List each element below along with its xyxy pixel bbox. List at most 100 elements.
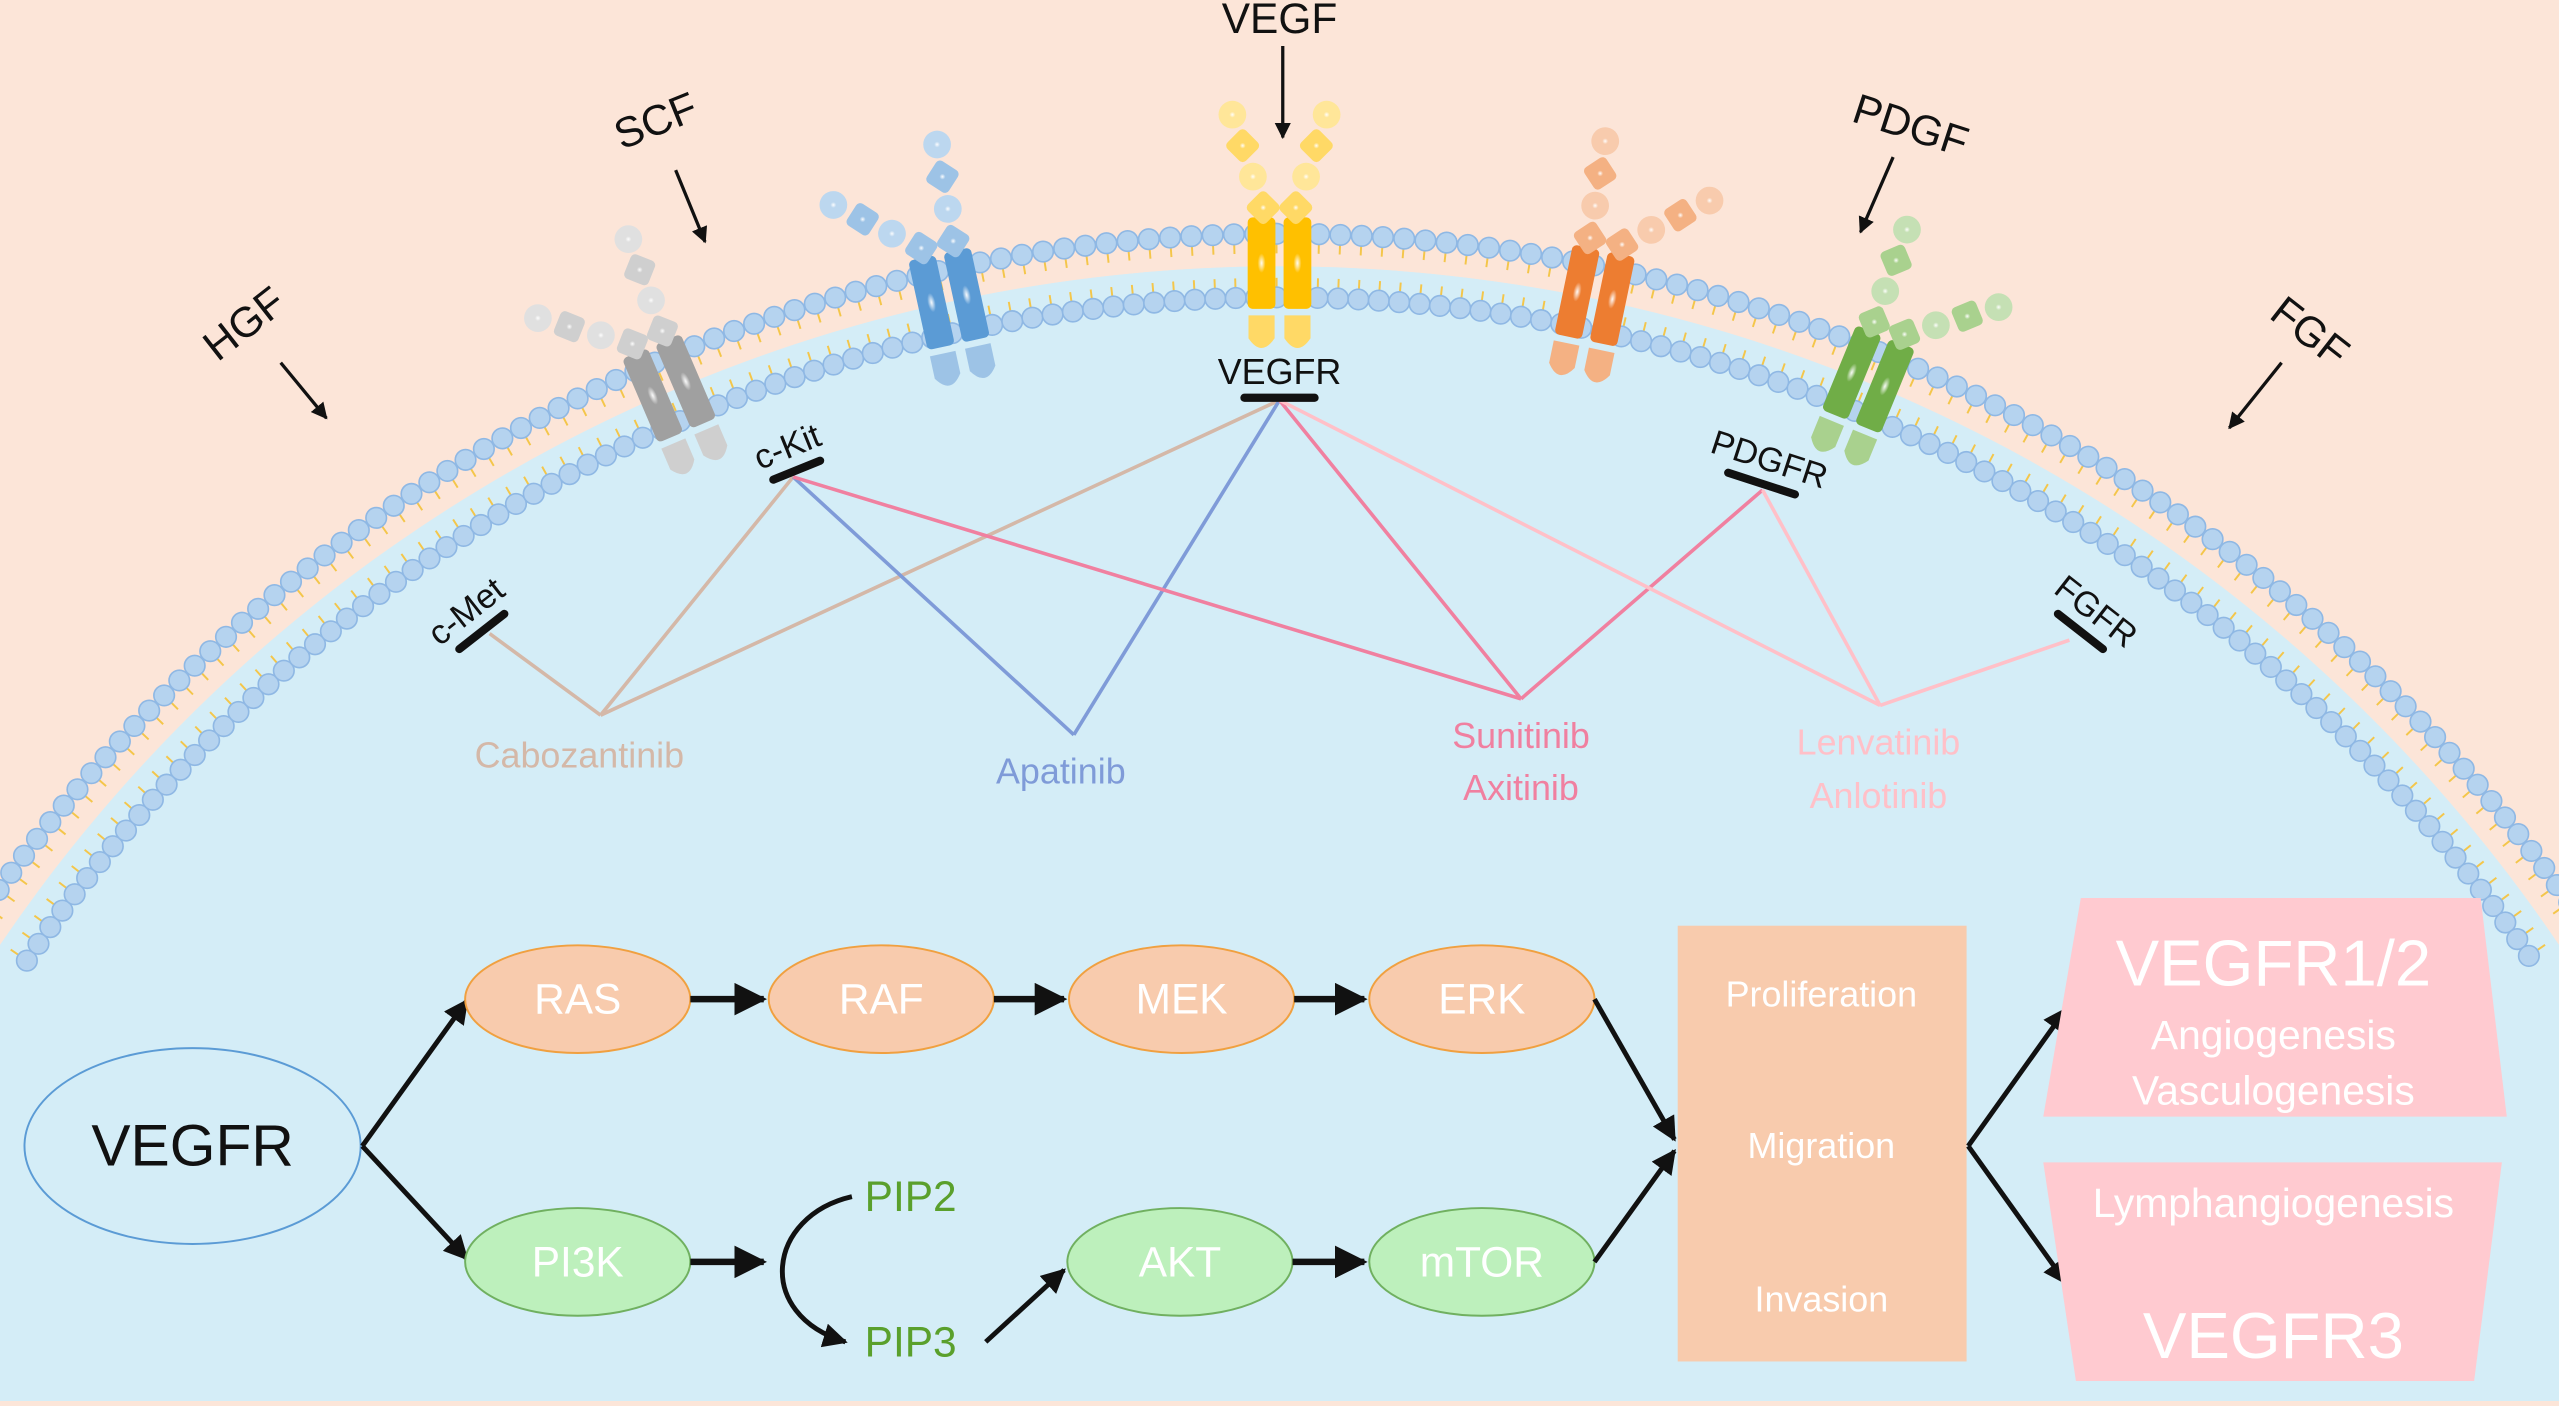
lipid-head	[1806, 386, 1827, 407]
outcome-vasculogenesis: Vasculogenesis	[2132, 1068, 2415, 1114]
lipid-head	[2481, 791, 2502, 812]
drug-axitinib: Axitinib	[1463, 768, 1579, 808]
lipid-head	[67, 779, 88, 800]
lipid-head	[2350, 651, 2371, 672]
lipid-head	[1328, 288, 1349, 309]
lipid-head	[1033, 241, 1054, 262]
lipid-head	[1, 862, 22, 883]
lipid-head	[1012, 245, 1033, 266]
lipid-head	[805, 293, 826, 314]
lipid-head	[2114, 469, 2135, 490]
lipid-head	[1394, 228, 1415, 249]
lipid-head	[1670, 341, 1691, 362]
domain-highlight	[1301, 172, 1311, 182]
lipid-head	[331, 532, 352, 553]
lipid-head	[559, 464, 580, 485]
lipid-head	[1185, 289, 1206, 310]
lipid-head	[724, 321, 745, 342]
lipid-head	[1511, 306, 1532, 327]
lipid-head	[902, 332, 923, 353]
outcome-vegfr12-heading: VEGFR1/2	[2116, 927, 2432, 1000]
lipid-head	[1768, 372, 1789, 393]
lipid-head	[2467, 774, 2488, 795]
lipid-head	[53, 795, 74, 816]
lipid-head	[511, 418, 532, 439]
lipid-head	[2318, 623, 2339, 644]
node-mtor-label: mTOR	[1420, 1238, 1544, 1285]
lipid-head	[1117, 231, 1138, 252]
receptor-kinase-domain	[1284, 315, 1310, 348]
lipid-head	[2519, 946, 2540, 967]
lipid-head	[2096, 458, 2117, 479]
lipid-head	[1938, 443, 1959, 464]
lipid-head	[529, 408, 550, 429]
lipid-head	[1430, 296, 1451, 317]
lipid-head	[1436, 232, 1457, 253]
lipid-head	[825, 287, 846, 308]
lipid-head	[1690, 347, 1711, 368]
lipid-head	[2286, 595, 2307, 616]
lipid-head	[1181, 226, 1202, 247]
lipid-head	[586, 379, 607, 400]
lipid-head	[1787, 378, 1808, 399]
lipid-head	[437, 461, 458, 482]
lipid-head	[1729, 359, 1750, 380]
lipid-head	[823, 354, 844, 375]
lipid-head	[383, 495, 404, 516]
lipid-head	[1749, 365, 1770, 386]
lipid-head	[1063, 301, 1084, 322]
lipid-head	[1966, 385, 1987, 406]
lipid-head	[2270, 581, 2291, 602]
lipid-head	[2219, 542, 2240, 563]
lipid-head	[577, 454, 598, 475]
lipid-head	[248, 599, 269, 620]
lipid-head	[474, 439, 495, 460]
lipid-head	[1054, 238, 1075, 259]
lipid-head	[1330, 225, 1351, 246]
lipid-head	[2004, 405, 2025, 426]
lipid-head	[1728, 292, 1749, 313]
lipid-head	[2547, 875, 2559, 896]
lipid-head	[1075, 235, 1096, 256]
lipid-head	[2410, 711, 2431, 732]
lipid-head	[1205, 288, 1226, 309]
vegfr-label: VEGFR	[1218, 352, 1342, 392]
lipid-head	[596, 445, 617, 466]
lipid-head	[2185, 516, 2206, 537]
lipid-head	[1202, 225, 1223, 246]
lipid-head	[124, 716, 145, 737]
lipid-head	[1164, 291, 1185, 312]
lipid-head	[1139, 229, 1160, 250]
lipid-head	[154, 685, 175, 706]
node-ras-label: RAS	[534, 976, 621, 1023]
lipid-head	[1409, 294, 1430, 315]
lipid-head	[606, 370, 627, 391]
lipid-head	[764, 307, 785, 328]
lipid-head	[216, 627, 237, 648]
lipid-head	[845, 281, 866, 302]
lipid-head	[1309, 224, 1330, 245]
lipid-head	[264, 585, 285, 606]
lipid-head	[2439, 743, 2460, 764]
lipid-head	[200, 641, 221, 662]
lipid-head	[1956, 452, 1977, 473]
lipid-head	[1351, 226, 1372, 247]
lipid-head	[492, 428, 513, 449]
lipid-head	[843, 348, 864, 369]
lipid-head	[2202, 529, 2223, 550]
pip3-label: PIP3	[865, 1318, 957, 1365]
lipid-head	[1947, 376, 1968, 397]
lipid-head	[2023, 415, 2044, 436]
lipid-head	[1927, 367, 1948, 388]
lipid-head	[633, 427, 654, 448]
domain-highlight	[1291, 203, 1301, 213]
domain-highlight	[1248, 172, 1258, 182]
lipid-head	[1542, 247, 1563, 268]
lipid-head	[1710, 353, 1731, 374]
lipid-head	[2534, 858, 2555, 879]
lipid-head	[232, 612, 253, 633]
lipid-head	[567, 388, 588, 409]
lipid-head	[2168, 504, 2189, 525]
lipid-head	[1708, 286, 1729, 307]
